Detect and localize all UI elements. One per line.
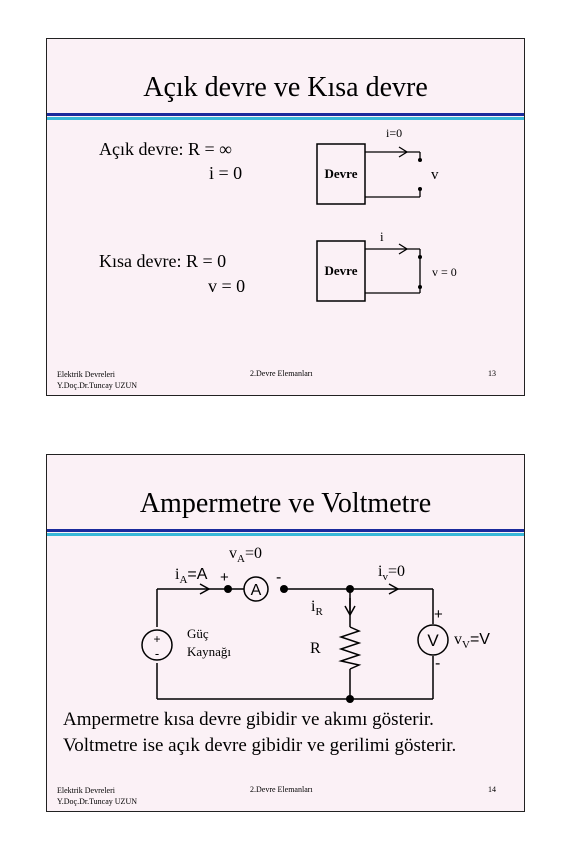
slide-13: Açık devre ve Kısa devre Açık devre: R =… — [46, 38, 525, 396]
short-circuit-diagram: i v = 0 Devre — [316, 229, 457, 302]
svg-text:+: + — [153, 632, 160, 646]
node-dot — [224, 585, 232, 593]
footer-chapter: 2.Devre Elemanları — [250, 785, 313, 794]
voltage-label: v = 0 — [432, 265, 457, 279]
circuit-box — [316, 240, 366, 302]
node-dot — [280, 585, 288, 593]
voltmeter-statement: Voltmetre ise açık devre gibidir ve geri… — [63, 735, 457, 756]
source-label: Kaynağı — [187, 644, 231, 659]
resistor-current-label: iR — [311, 598, 323, 618]
resistor-label: R — [310, 640, 321, 657]
slide-title: Ampermetre ve Voltmetre — [139, 488, 432, 519]
short-circuit-voltage: v = 0 — [208, 276, 246, 296]
open-circuit-current: i = 0 — [209, 163, 243, 183]
box-label: Devre — [325, 263, 358, 278]
footer-chapter: 2.Devre Elemanları — [250, 369, 313, 378]
voltmeter — [417, 624, 449, 656]
ammeter — [243, 576, 269, 602]
svg-text:+: + — [220, 569, 229, 586]
slide-title: Açık devre ve Kısa devre — [143, 72, 428, 103]
svg-text:A: A — [251, 582, 262, 599]
voltage-label: v — [431, 167, 439, 183]
ammeter-current-label: iA=A — [175, 566, 208, 586]
svg-text:-: - — [155, 646, 159, 661]
current-arrow — [398, 243, 409, 255]
svg-text:-: - — [276, 569, 281, 586]
footer-course: Elektrik Devreleri Y.Doç.Dr.Tuncay UZUN — [57, 370, 137, 390]
source-label: Güç — [187, 626, 209, 641]
title-rule — [47, 113, 524, 121]
terminal-dot — [418, 255, 422, 259]
resistor — [338, 626, 362, 670]
terminal-dot — [418, 158, 422, 162]
svg-text:+: + — [434, 606, 443, 623]
circuit-diagrams: i=0 v Devre i v = 0 Devre — [316, 126, 457, 302]
current-arrow — [388, 583, 400, 595]
svg-text:V: V — [427, 631, 439, 650]
box-label: Devre — [325, 166, 358, 181]
open-circuit-diagram: i=0 v Devre — [316, 126, 439, 205]
page-number: 14 — [488, 785, 496, 794]
circuit-box — [316, 143, 366, 205]
current-label: i — [380, 229, 384, 244]
ammeter-voltage-label: vA=0 — [229, 545, 262, 565]
voltmeter-current-label: iv=0 — [378, 563, 405, 583]
page-number: 13 — [488, 369, 496, 378]
node-dot — [346, 695, 354, 703]
node-dot — [346, 585, 354, 593]
terminal-dot — [418, 187, 422, 191]
power-source: + - — [141, 629, 173, 661]
current-label: i=0 — [386, 126, 402, 140]
footer-course: Elektrik Devreleri Y.Doç.Dr.Tuncay UZUN — [57, 786, 137, 806]
terminal-dot — [418, 285, 422, 289]
short-circuit-label: Kısa devre: R = 0 — [99, 251, 227, 271]
current-arrow — [199, 583, 211, 595]
slide-14: Ampermetre ve Voltmetre A V + - — [46, 454, 525, 812]
voltmeter-voltage-label: vV=V — [454, 631, 490, 651]
title-rule — [47, 529, 524, 537]
ammeter-statement: Ampermetre kısa devre gibidir ve akımı g… — [63, 709, 434, 730]
current-arrow — [344, 605, 356, 617]
svg-text:-: - — [435, 655, 440, 672]
open-circuit-label: Açık devre: R = ∞ — [99, 139, 232, 159]
ammeter-voltmeter-circuit: A V + - Güç Kaynağı R iA=A + - vA=0 iv=0… — [141, 545, 490, 703]
current-arrow — [398, 146, 409, 158]
